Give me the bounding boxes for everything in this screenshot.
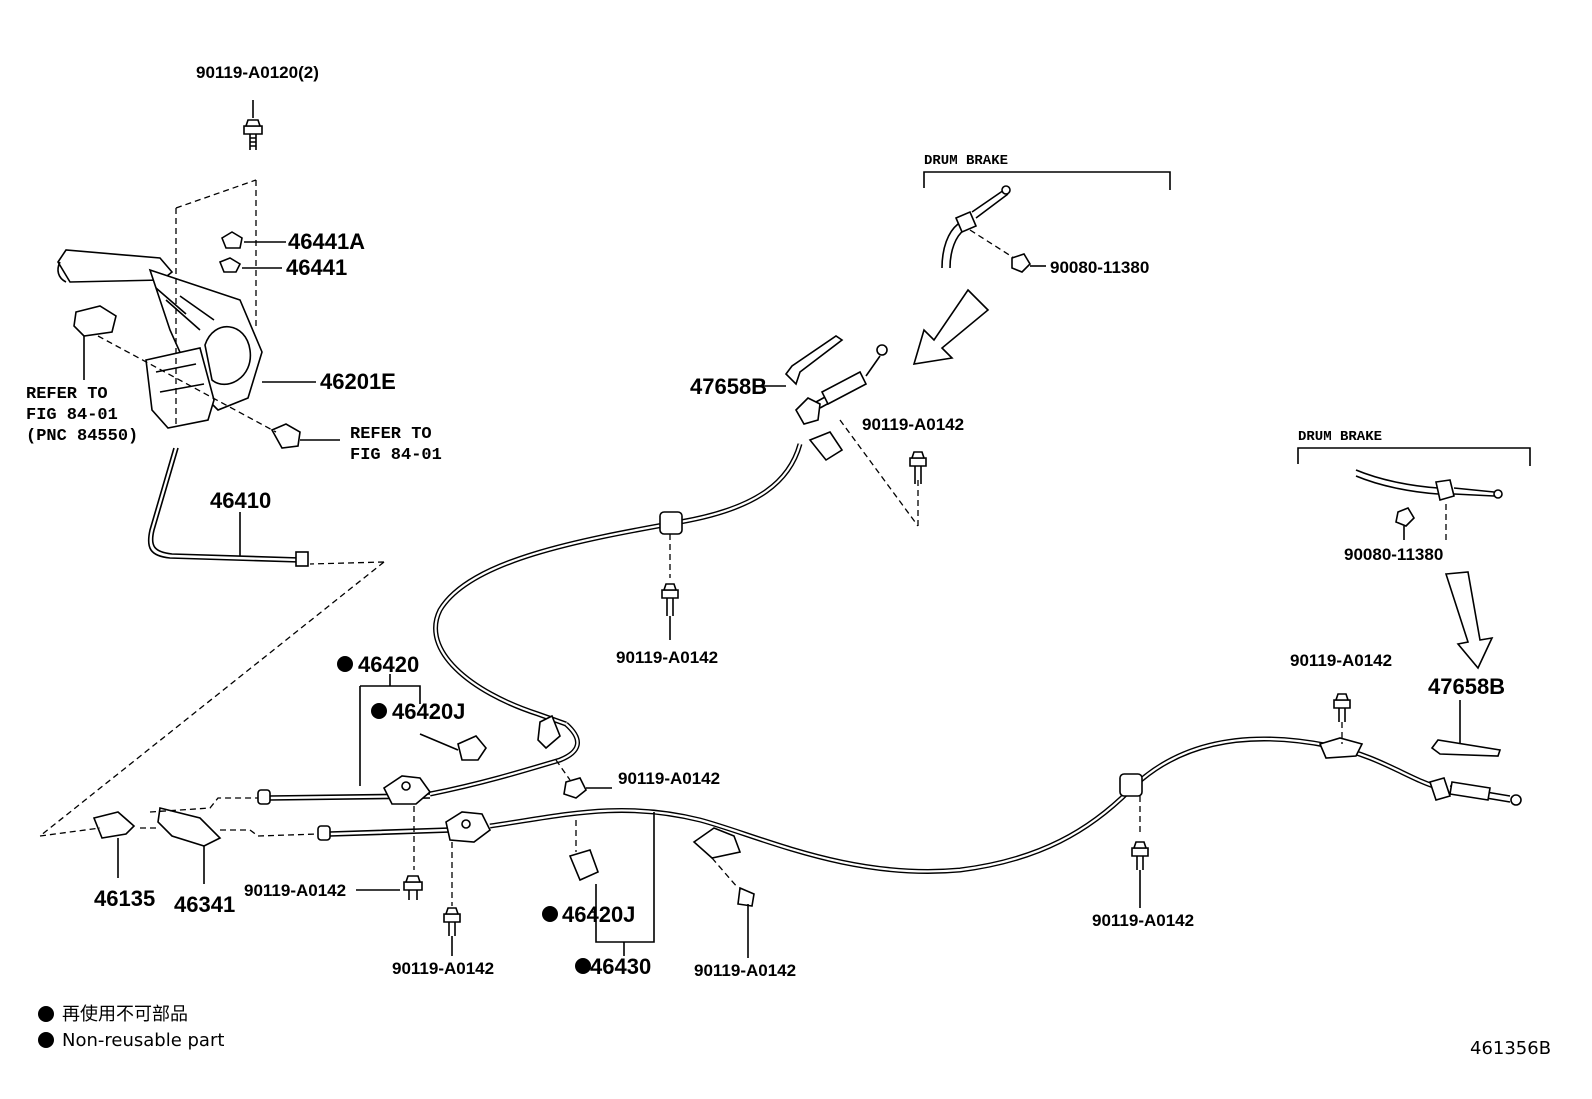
nut-46441 [218, 257, 282, 273]
label-46420j-1: 46420J [392, 699, 465, 724]
clip-46420j-1 [419, 733, 487, 761]
label-47658b-1: 47658B [690, 374, 767, 399]
label-bolt-90080-1: 90080-11380 [1050, 258, 1149, 277]
non-reusable-dot-46420j-2 [542, 906, 558, 922]
label-refer-2-line2: FIG 84-01 [350, 446, 442, 465]
legend-dot-en [38, 1032, 54, 1048]
bolt-a0142-8 [1131, 796, 1149, 908]
arrow-2 [1444, 571, 1494, 670]
nut-46441a [221, 231, 286, 249]
label-46441a: 46441A [288, 229, 365, 254]
label-refer-1-line2: FIG 84-01 [26, 406, 118, 425]
label-46201e: 46201E [320, 369, 396, 394]
cable-right-rear [317, 736, 1522, 874]
label-refer-1-line1: REFER TO [26, 385, 108, 404]
label-46441: 46441 [286, 255, 347, 280]
label-refer-2-line1: REFER TO [350, 425, 432, 444]
non-reusable-dot-46430 [575, 958, 591, 974]
legend-text-en: Non-reusable part [62, 1030, 224, 1051]
bolt-a0142-6 [443, 842, 461, 956]
label-drum-brake-2: DRUM BRAKE [1298, 429, 1382, 445]
label-bolt-a0142-6: 90119-A0142 [392, 959, 494, 978]
bolt-a0142-4 [555, 759, 612, 799]
label-bolt-a0142-1: 90119-A0142 [862, 415, 964, 434]
legend-dot-jp [38, 1006, 54, 1022]
bolt-a0142-2 [661, 534, 679, 640]
bolt-a0142-5 [356, 806, 423, 900]
legend-text-jp: 再使用不可部品 [62, 1004, 188, 1025]
label-bolt-a0142-4: 90119-A0142 [618, 769, 720, 788]
equalizer-46420-yoke [382, 775, 492, 843]
label-46420: 46420 [358, 652, 419, 677]
bolt-a0142-7 [711, 857, 755, 958]
label-bolt-90119-a0120: 90119-A0120(2) [196, 63, 319, 82]
non-reusable-dot-46420 [337, 656, 353, 672]
bolt-90119-a0120 [243, 100, 263, 150]
label-46135: 46135 [94, 886, 155, 911]
label-47658b-2: 47658B [1428, 674, 1505, 699]
figure-code: 461356B [1470, 1038, 1551, 1059]
label-bolt-a0142-8: 90119-A0142 [1092, 911, 1194, 930]
clip-46135 [92, 811, 136, 878]
label-refer-1-line3: (PNC 84550) [26, 427, 138, 446]
drum-brake-2-detail [1297, 447, 1531, 540]
bolt-a0142-1 [839, 419, 927, 527]
label-bolt-a0142-7: 90119-A0142 [694, 961, 796, 980]
arrow-1 [912, 288, 990, 365]
clip-46341 [157, 807, 222, 884]
bolt-a0142-3 [1333, 693, 1351, 744]
parking-brake-lever-assembly [57, 249, 309, 567]
label-bolt-a0142-5: 90119-A0142 [244, 881, 346, 900]
label-46341: 46341 [174, 892, 235, 917]
bolt-refer-fig [270, 423, 340, 449]
label-drum-brake-1: DRUM BRAKE [924, 153, 1008, 169]
label-46420j-2: 46420J [562, 902, 635, 927]
label-bolt-a0142-2: 90119-A0142 [616, 648, 718, 667]
cable-left-rear [257, 335, 888, 805]
label-46410: 46410 [210, 488, 271, 513]
label-46430: 46430 [590, 954, 651, 979]
label-bolt-90080-2: 90080-11380 [1344, 545, 1443, 564]
clip-46420j-2 [568, 820, 600, 882]
drum-brake-1-detail [923, 171, 1171, 273]
label-bolt-a0142-3: 90119-A0142 [1290, 651, 1392, 670]
non-reusable-dot-46420j-1 [371, 703, 387, 719]
